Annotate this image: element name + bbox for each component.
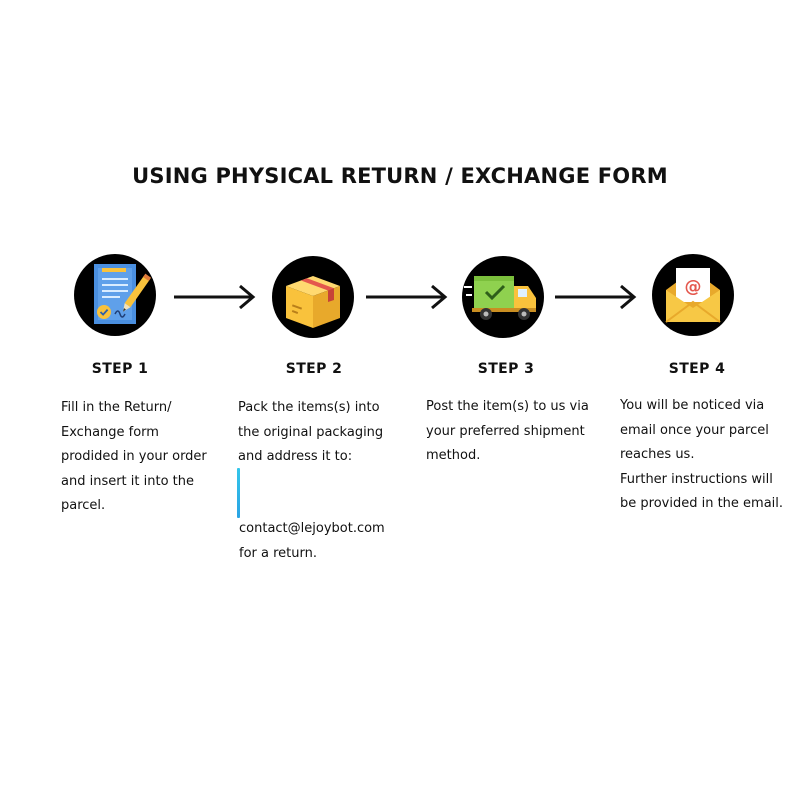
- text-cursor: [237, 468, 240, 518]
- svg-text:@: @: [685, 277, 702, 297]
- step-text-line: parcel.: [61, 498, 106, 513]
- step-1-icon-circle: [74, 254, 156, 336]
- step-text-line: be provided in the email.: [620, 496, 784, 511]
- step-2-icon-circle: [272, 256, 354, 338]
- step-text-line: email once your parcel: [620, 422, 769, 438]
- step-text-line: for a return.: [239, 545, 317, 561]
- step-text-line: prodided in your order: [61, 449, 207, 464]
- page-title: USING PHYSICAL RETURN / EXCHANGE FORM: [132, 164, 668, 188]
- step-text-line: Further instructions will: [620, 471, 773, 487]
- step-label: STEP 4: [668, 361, 726, 377]
- step-label: STEP 1: [91, 361, 149, 377]
- step-1-description: Fill in the Return/ Exchange form prodid…: [61, 396, 207, 519]
- step-3-icon-circle: [462, 256, 544, 338]
- step-label: STEP 3: [477, 361, 535, 377]
- step-text-line: You will be noticed via: [620, 398, 765, 413]
- step-3-description: Post the item(s) to us via your preferre…: [426, 395, 589, 469]
- arrow-icon: [366, 284, 448, 310]
- arrow-icon: [174, 284, 256, 310]
- delivery-truck-icon: [464, 276, 536, 320]
- step-text-line: Exchange form: [61, 424, 159, 440]
- step-text-line: Post the item(s) to us via: [426, 399, 589, 414]
- step-4-icon-circle: @: [652, 254, 734, 336]
- package-box-icon: [286, 276, 340, 328]
- step-text-line: reaches us.: [620, 447, 695, 462]
- step-2-address: contact@lejoybot.com for a return.: [239, 517, 385, 566]
- step-text-line: Fill in the Return/: [61, 400, 172, 415]
- form-pen-icon: [94, 264, 152, 324]
- step-text-line: and address it to:: [238, 449, 353, 464]
- contact-email: contact@lejoybot.com: [239, 521, 385, 536]
- step-label: STEP 2: [285, 361, 343, 377]
- step-text-line: method.: [426, 448, 481, 463]
- step-text-line: the original packaging: [238, 424, 384, 440]
- step-text-line: and insert it into the: [61, 473, 194, 489]
- step-text-line: Pack the items(s) into: [238, 400, 380, 415]
- arrow-icon: [555, 284, 637, 310]
- step-text-line: your preferred shipment: [426, 423, 585, 439]
- email-envelope-icon: @: [665, 268, 721, 323]
- step-2-description: Pack the items(s) into the original pack…: [238, 396, 383, 470]
- step-4-description: You will be noticed via email once your …: [620, 394, 783, 517]
